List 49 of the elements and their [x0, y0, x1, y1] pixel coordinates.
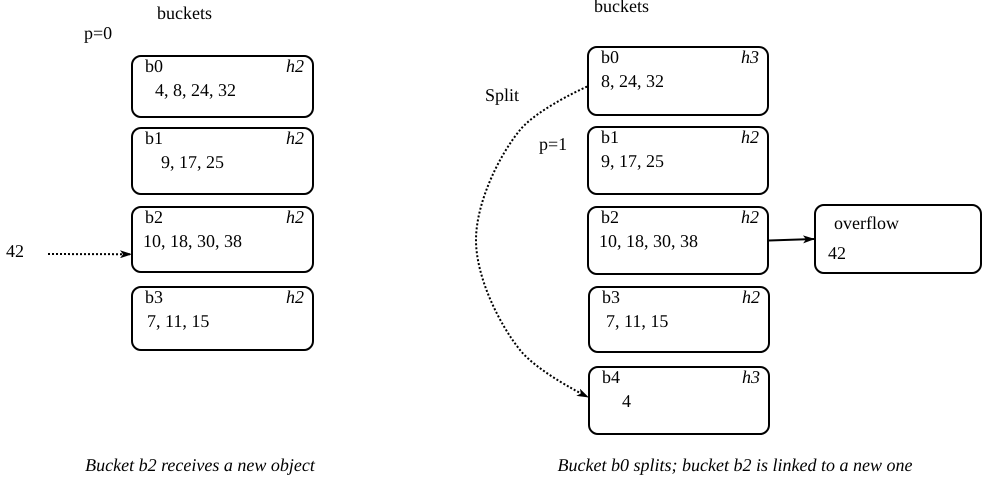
- bucket-keys: 8, 24, 32: [601, 72, 664, 92]
- bucket-box: [131, 127, 314, 195]
- bucket-keys: 10, 18, 30, 38: [143, 232, 242, 252]
- input-value: 42: [6, 242, 24, 262]
- arrow: [768, 235, 815, 244]
- bucket-box: [587, 126, 769, 195]
- bucket-box: [588, 286, 770, 353]
- bucket-name: b2: [145, 208, 163, 228]
- bucket-box: [587, 206, 769, 275]
- hash-level: h2: [742, 288, 760, 308]
- bucket-name: b3: [145, 288, 163, 308]
- hash-level: h2: [286, 288, 304, 308]
- pointer-label: p=0: [84, 24, 112, 44]
- bucket-keys: 7, 11, 15: [606, 312, 668, 332]
- bucket-name: b1: [145, 129, 163, 149]
- bucket-box: [131, 286, 314, 351]
- hash-level: h2: [286, 57, 304, 77]
- bucket-keys: 42: [828, 244, 846, 264]
- hash-level: h3: [742, 368, 760, 388]
- bucket-keys: 9, 17, 25: [161, 153, 224, 173]
- bucket-box: [131, 55, 314, 118]
- bucket-keys: 10, 18, 30, 38: [599, 232, 698, 252]
- bucket-name: b0: [601, 48, 619, 68]
- arrow: [48, 250, 132, 258]
- bucket-keys: 4: [622, 392, 631, 412]
- column-heading: buckets: [157, 4, 212, 24]
- bucket-name: b2: [601, 208, 619, 228]
- bucket-name: b4: [602, 368, 620, 388]
- hash-level: h2: [741, 208, 759, 228]
- caption: Bucket b2 receives a new object: [85, 456, 315, 476]
- bucket-keys: 4, 8, 24, 32: [155, 81, 236, 101]
- edge-label: Split: [483, 86, 522, 106]
- bucket-box: [587, 46, 769, 116]
- bucket-name: b3: [602, 288, 620, 308]
- overflow-bucket-box: [814, 204, 982, 274]
- bucket-box: [588, 366, 770, 435]
- caption: Bucket b0 splits; bucket b2 is linked to a new one: [558, 456, 912, 476]
- bucket-name: b1: [601, 128, 619, 148]
- arrow: [475, 86, 589, 398]
- pointer-label: p=1: [539, 135, 568, 155]
- hash-level: h3: [741, 48, 759, 68]
- hash-level: h2: [286, 129, 304, 149]
- overflow-heading: overflow: [834, 214, 899, 234]
- bucket-keys: 7, 11, 15: [147, 312, 210, 332]
- hash-level: h2: [286, 208, 304, 228]
- bucket-keys: 9, 17, 25: [601, 152, 664, 172]
- hash-level: h2: [741, 128, 759, 148]
- bucket-box: [131, 206, 314, 273]
- bucket-name: b0: [145, 57, 163, 77]
